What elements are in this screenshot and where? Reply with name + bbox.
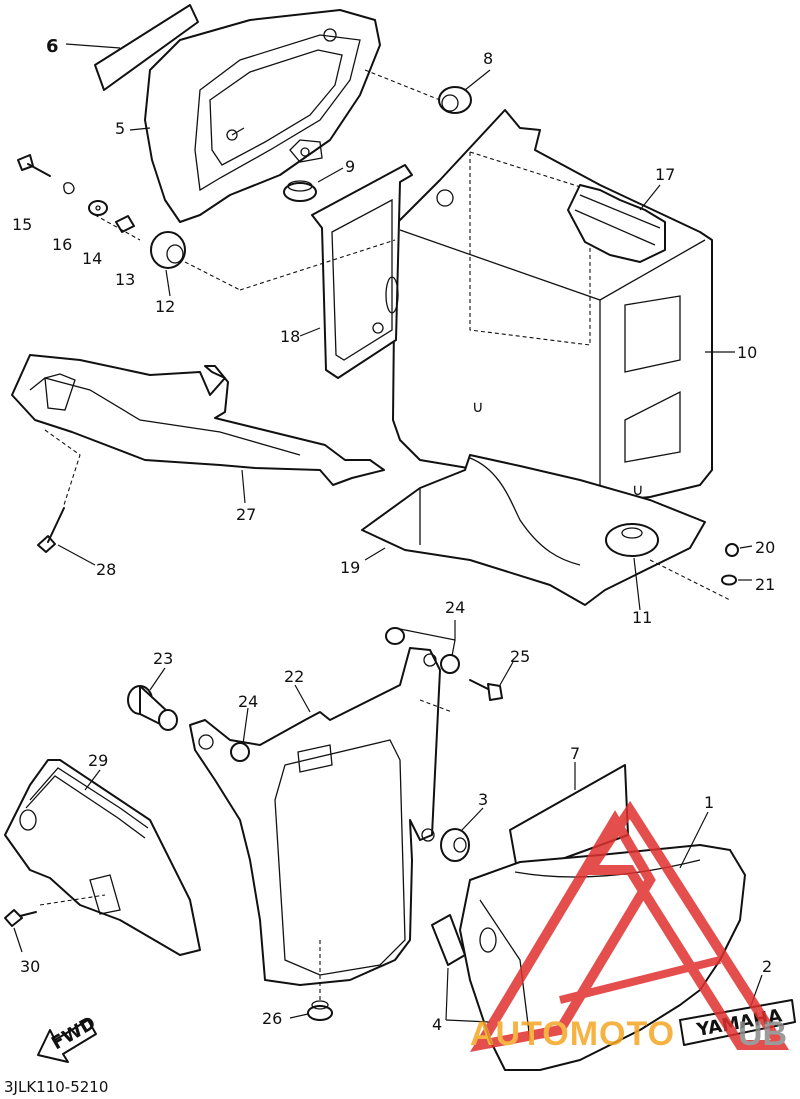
watermark-logo: AUTOMOTO UB: [469, 800, 790, 1053]
plug-part: [307, 1000, 333, 1021]
part-label-10: 10: [737, 343, 757, 362]
part-label-7: 7: [570, 744, 580, 763]
drawing-code: 3JLK110-5210: [4, 1078, 108, 1096]
part-label-15: 15: [12, 215, 32, 234]
air-box-part: [189, 647, 441, 986]
part-label-30: 30: [20, 957, 40, 976]
part-label-16: 16: [52, 235, 72, 254]
part-label-19: 19: [340, 558, 360, 577]
collar-part: [127, 685, 178, 731]
part-labels: 6 5 8 9 17 15 16 14 13 12 18 10 27 20 19…: [12, 36, 775, 1034]
part-label-27: 27: [236, 505, 256, 524]
lower-cover-part: [4, 759, 201, 956]
bolt-part: [469, 679, 503, 701]
part-label-1: 1: [704, 793, 714, 812]
part-label-21: 21: [755, 575, 775, 594]
grommet-part: [440, 828, 470, 862]
part-label-25: 25: [510, 647, 530, 666]
battery-strap-part: [311, 164, 454, 379]
damper-part: [431, 914, 466, 966]
fastener-set: [17, 154, 135, 233]
svg-text:∪: ∪: [632, 480, 644, 499]
washer-part: [230, 627, 460, 762]
part-label-24b: 24: [238, 692, 258, 711]
part-label-4: 4: [432, 1015, 442, 1034]
grommet-part: [150, 231, 186, 269]
battery-tray-part: [361, 454, 706, 606]
part-label-13: 13: [115, 270, 135, 289]
part-label-12: 12: [155, 297, 175, 316]
fastener-set: [721, 543, 739, 586]
side-cover-left-part: [144, 9, 381, 223]
part-label-23: 23: [153, 649, 173, 668]
part-label-24a: 24: [445, 598, 465, 617]
part-label-26: 26: [262, 1009, 282, 1028]
screw-part: [4, 909, 37, 927]
sticker-part: [94, 4, 199, 91]
mount-bracket-part: [11, 354, 385, 486]
watermark-text-right: UB: [738, 1015, 787, 1053]
part-label-8: 8: [483, 49, 493, 68]
part-label-17: 17: [655, 165, 675, 184]
part-label-6: 6: [46, 36, 59, 57]
watermark-text-left: AUTOMOTO: [470, 1015, 675, 1053]
grommet-part: [605, 523, 659, 557]
part-label-3: 3: [478, 790, 488, 809]
grommet-part: [438, 86, 472, 114]
part-label-9: 9: [345, 157, 355, 176]
part-label-28: 28: [96, 560, 116, 579]
part-label-20: 20: [755, 538, 775, 557]
part-label-18: 18: [280, 327, 300, 346]
leader-lines: [13, 43, 763, 1023]
part-label-11: 11: [632, 608, 652, 627]
part-label-14: 14: [82, 249, 102, 268]
svg-text:∪: ∪: [472, 397, 484, 416]
part-label-22: 22: [284, 667, 304, 686]
foam-pad-part: [567, 184, 666, 263]
forward-direction-arrow: FWD: [37, 1013, 99, 1063]
grommet-part: [283, 180, 317, 202]
part-label-2: 2: [762, 957, 772, 976]
bolt-part: [37, 507, 65, 553]
part-label-5: 5: [115, 119, 125, 138]
part-label-29: 29: [88, 751, 108, 770]
